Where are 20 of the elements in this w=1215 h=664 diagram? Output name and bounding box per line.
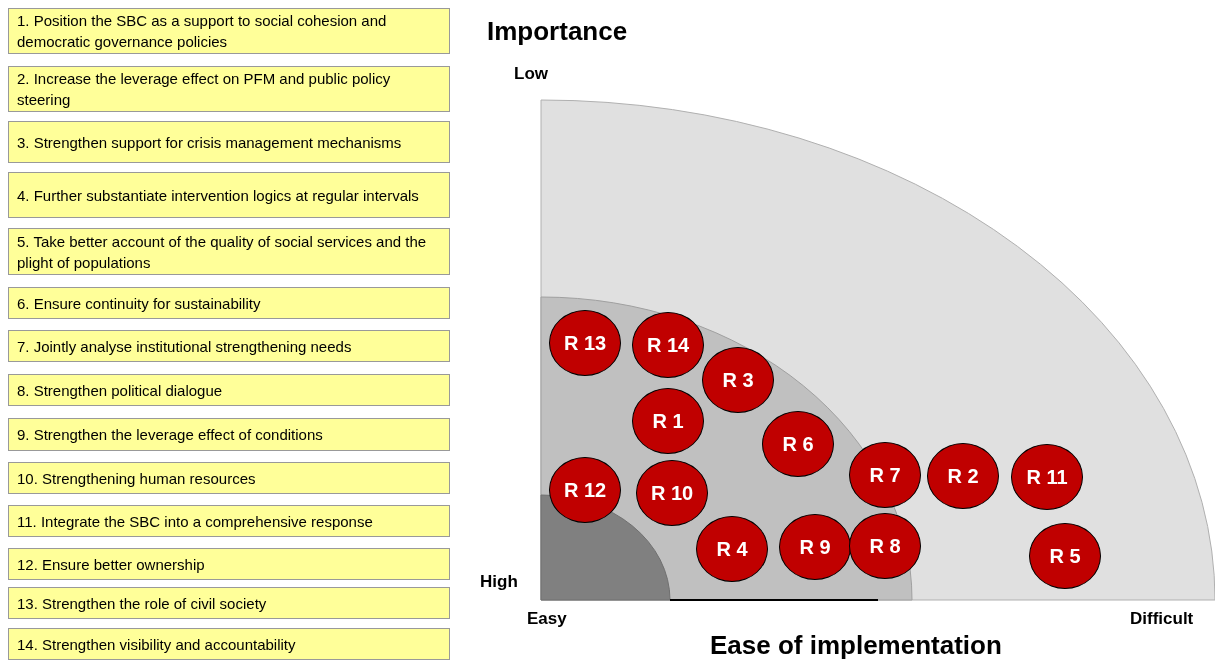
axis-end-label: Easy xyxy=(527,609,567,629)
recommendation-box: 5. Take better account of the quality of social services and the plight of populations xyxy=(8,228,450,275)
axis-title: Ease of implementation xyxy=(710,630,1002,661)
axis-title: Importance xyxy=(487,16,628,47)
recommendation-box: 1. Position the SBC as a support to social cohesion and democratic governance policies xyxy=(8,8,450,54)
axis-end-label: Low xyxy=(514,64,548,84)
recommendation-box: 2. Increase the leverage effect on PFM and public policy steering xyxy=(8,66,450,112)
recommendation-box: 4. Further substantiate intervention logics at regular intervals xyxy=(8,172,450,218)
recommendation-box: 12. Ensure better ownership xyxy=(8,548,450,580)
recommendation-box: 8. Strengthen political dialogue xyxy=(8,374,450,406)
recommendation-box: 13. Strengthen the role of civil society xyxy=(8,587,450,619)
recommendation-box: 10. Strengthening human resources xyxy=(8,462,450,494)
recommendation-box: 11. Integrate the SBC into a comprehensive response xyxy=(8,505,450,537)
axis-end-label: High xyxy=(480,572,518,592)
recommendation-box: 6. Ensure continuity for sustainability xyxy=(8,287,450,319)
recommendation-box: 14. Strengthen visibility and accountability xyxy=(8,628,450,660)
recommendation-box: 3. Strengthen support for crisis management mechanisms xyxy=(8,121,450,163)
recommendation-box: 7. Jointly analyse institutional strengthening needs xyxy=(8,330,450,362)
axis-end-label: Difficult xyxy=(1130,609,1194,629)
recommendation-box: 9. Strengthen the leverage effect of conditions xyxy=(8,418,450,451)
